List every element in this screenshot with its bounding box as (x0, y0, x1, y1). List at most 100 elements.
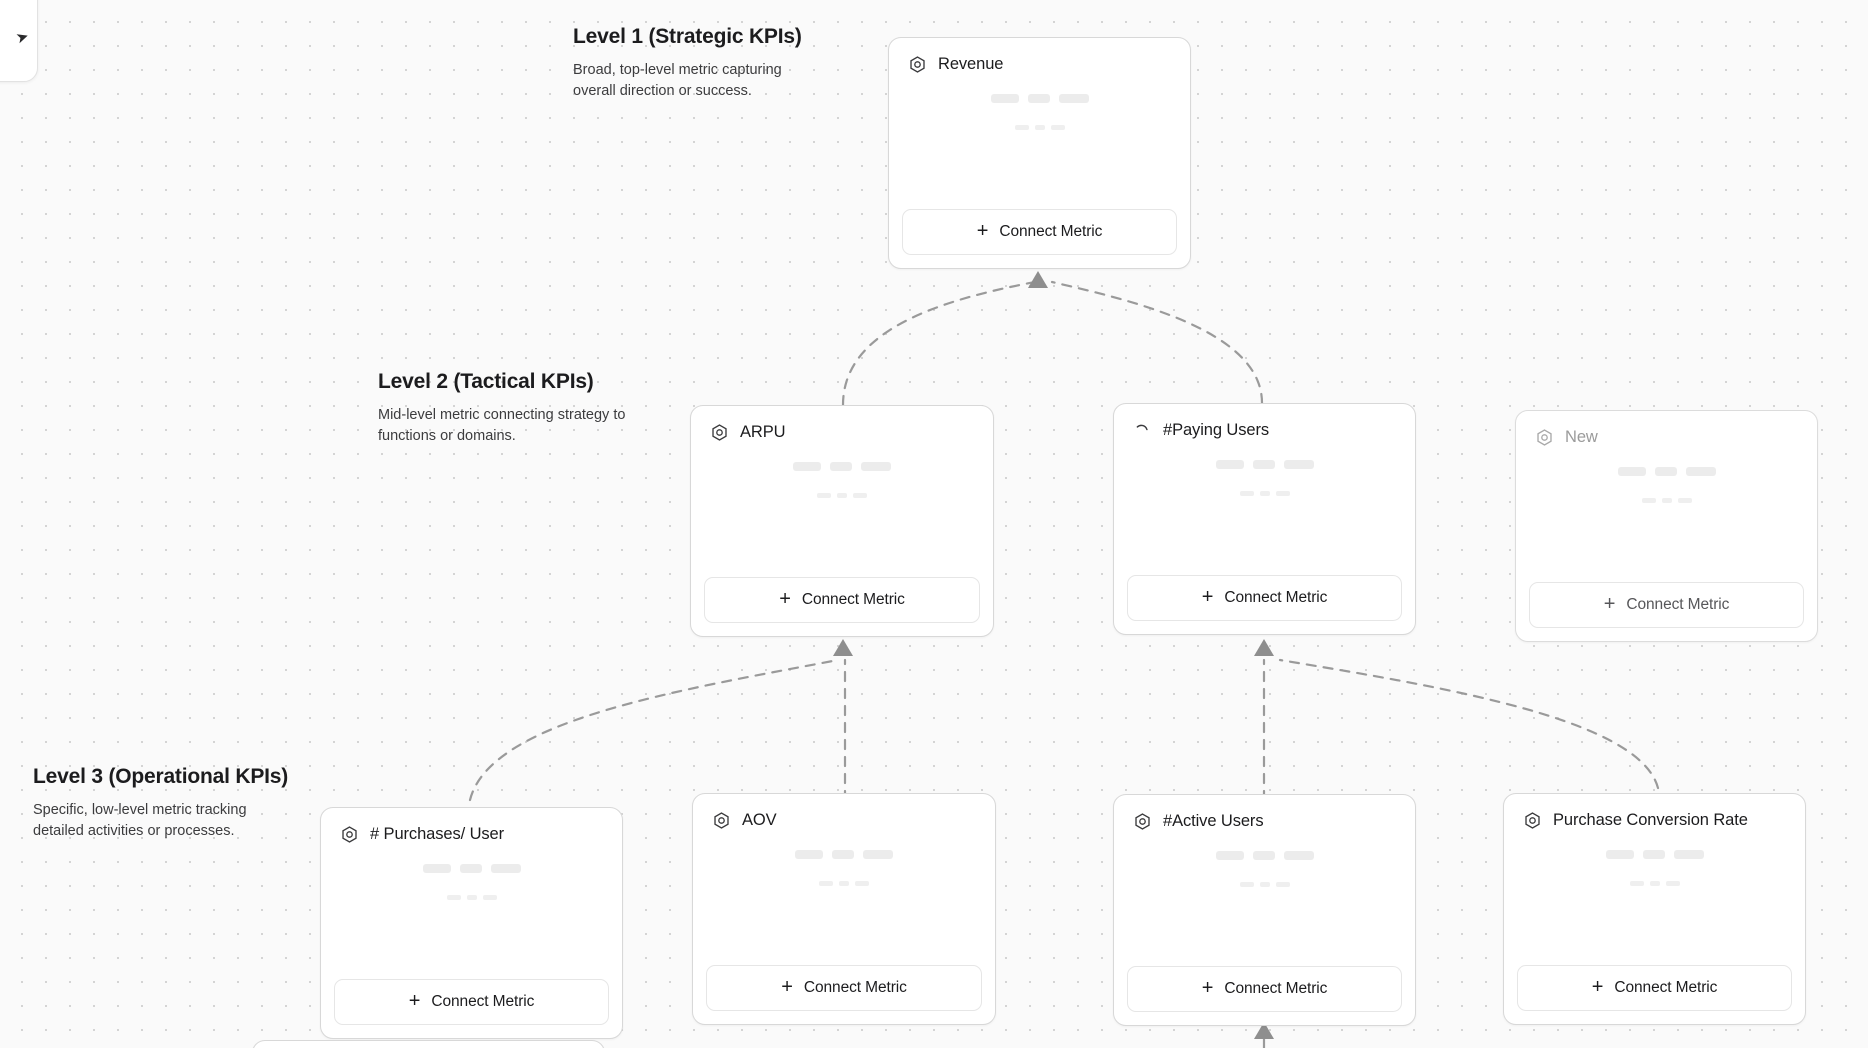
connect-metric-button[interactable]: + Connect Metric (1517, 965, 1792, 1011)
cursor-icon: ➤ (14, 27, 32, 48)
card-skeleton-body (1114, 831, 1415, 966)
card-skeleton-body (1114, 440, 1415, 575)
level-2-description: Mid-level metric connecting strategy to … (378, 407, 626, 445)
skeleton-bar (490, 864, 521, 873)
edge-arpu-revenue (841, 280, 1037, 407)
skeleton-tick (837, 493, 847, 498)
skeleton-bar (1685, 467, 1716, 476)
skeleton-row-primary (1133, 851, 1396, 860)
card-skeleton-body (1504, 830, 1805, 965)
skeleton-tick (482, 895, 497, 900)
skeleton-bar (832, 850, 854, 859)
card-header: # Purchases/ User (321, 808, 622, 844)
plus-icon: + (1603, 593, 1616, 615)
skeleton-row-primary (712, 850, 976, 859)
metric-card-partial-bottom[interactable] (252, 1040, 605, 1048)
connect-metric-button[interactable]: + Connect Metric (902, 209, 1177, 255)
card-title: New (1565, 428, 1598, 446)
level-label-1: Level 1 (Strategic KPIs) Broad, top-leve… (573, 25, 823, 102)
plus-icon: + (1201, 586, 1214, 608)
connect-metric-label: Connect Metric (1224, 980, 1328, 997)
connect-metric-button[interactable]: + Connect Metric (1529, 582, 1804, 628)
skeleton-bar (1654, 467, 1677, 476)
plus-icon: + (408, 990, 421, 1012)
card-header: ARPU (691, 406, 993, 442)
skeleton-row-secondary (712, 881, 976, 886)
skeleton-bar (795, 850, 823, 859)
skeleton-tick (853, 493, 867, 498)
skeleton-row-secondary (710, 493, 974, 498)
metric-card-arpu[interactable]: ARPU + Connect Metric (690, 405, 994, 637)
plus-icon: + (976, 220, 989, 242)
skeleton-tick (446, 895, 461, 900)
skeleton-tick (1239, 882, 1254, 887)
skeleton-bar (1283, 851, 1314, 860)
metric-card-aov[interactable]: AOV + Connect Metric (692, 793, 996, 1025)
skeleton-bar (1605, 850, 1634, 859)
card-title: AOV (742, 811, 777, 829)
card-footer: + Connect Metric (321, 979, 622, 1038)
card-title: #Paying Users (1163, 421, 1269, 439)
metric-card-active-users[interactable]: #Active Users + Connect Metric (1113, 794, 1416, 1026)
skeleton-tick (1259, 491, 1270, 496)
level-label-3: Level 3 (Operational KPIs) Specific, low… (33, 765, 288, 842)
level-3-description: Specific, low-level metric tracking deta… (33, 802, 247, 840)
skeleton-row-primary (908, 94, 1171, 103)
skeleton-bar (1252, 460, 1275, 469)
connect-metric-button[interactable]: + Connect Metric (706, 965, 982, 1011)
skeleton-bar (1215, 460, 1244, 469)
metric-card-purchases-per-user[interactable]: # Purchases/ User + Connect Metric (320, 807, 623, 1039)
card-skeleton-body (691, 442, 993, 577)
skeleton-tick (1239, 491, 1254, 496)
connect-metric-label: Connect Metric (1224, 589, 1328, 606)
hexagon-icon (710, 423, 729, 442)
skeleton-row-primary (710, 462, 974, 471)
card-title: Purchase Conversion Rate (1553, 811, 1748, 829)
metric-card-revenue[interactable]: Revenue + Connect Metric (888, 37, 1191, 269)
skeleton-tick (1677, 498, 1692, 503)
toolbar-corner-panel[interactable]: ➤ (0, 0, 38, 82)
plus-icon: + (1201, 977, 1214, 999)
connect-metric-button[interactable]: + Connect Metric (1127, 575, 1402, 621)
arrowhead-arpu-a (833, 639, 853, 656)
skeleton-tick (1649, 881, 1660, 886)
skeleton-bar (459, 864, 482, 873)
connect-metric-label: Connect Metric (1614, 979, 1718, 996)
skeleton-tick (1014, 125, 1029, 130)
skeleton-row-secondary (1133, 882, 1396, 887)
level-3-title: Level 3 (Operational KPIs) (33, 765, 289, 788)
card-skeleton-body (321, 844, 622, 979)
connect-metric-button[interactable]: + Connect Metric (1127, 966, 1402, 1012)
card-title: Revenue (938, 55, 1004, 73)
connect-metric-label: Connect Metric (803, 979, 907, 996)
skeleton-row-secondary (908, 125, 1171, 130)
card-header: AOV (693, 794, 995, 830)
skeleton-tick (839, 881, 849, 886)
metric-card-paying-users[interactable]: #Paying Users + Connect Metric (1113, 403, 1416, 635)
skeleton-bar (1252, 851, 1275, 860)
edge-purchases-arpu (468, 658, 840, 802)
level-1-title: Level 1 (Strategic KPIs) (573, 25, 802, 48)
skeleton-bar (990, 94, 1019, 103)
skeleton-bar (1027, 94, 1050, 103)
metric-card-purchase-conversion-rate[interactable]: Purchase Conversion Rate + Connect Metri… (1503, 793, 1806, 1025)
connect-metric-button[interactable]: + Connect Metric (704, 577, 980, 623)
skeleton-row-primary (340, 864, 603, 873)
metric-card-new[interactable]: New + Connect Metric (1515, 410, 1818, 642)
skeleton-row-secondary (1523, 881, 1786, 886)
edge-pcr-paying (1278, 658, 1660, 790)
skeleton-tick (1275, 491, 1290, 496)
card-footer: + Connect Metric (1504, 965, 1805, 1024)
skeleton-bar (1673, 850, 1704, 859)
skeleton-row-primary (1523, 850, 1786, 859)
skeleton-bar (861, 462, 891, 471)
skeleton-tick (817, 493, 831, 498)
card-title: ARPU (740, 423, 786, 441)
skeleton-tick (1629, 881, 1644, 886)
card-footer: + Connect Metric (889, 209, 1190, 268)
connect-metric-label: Connect Metric (431, 993, 535, 1010)
card-header: Purchase Conversion Rate (1504, 794, 1805, 830)
card-footer: + Connect Metric (1114, 966, 1415, 1025)
connect-metric-button[interactable]: + Connect Metric (334, 979, 609, 1025)
